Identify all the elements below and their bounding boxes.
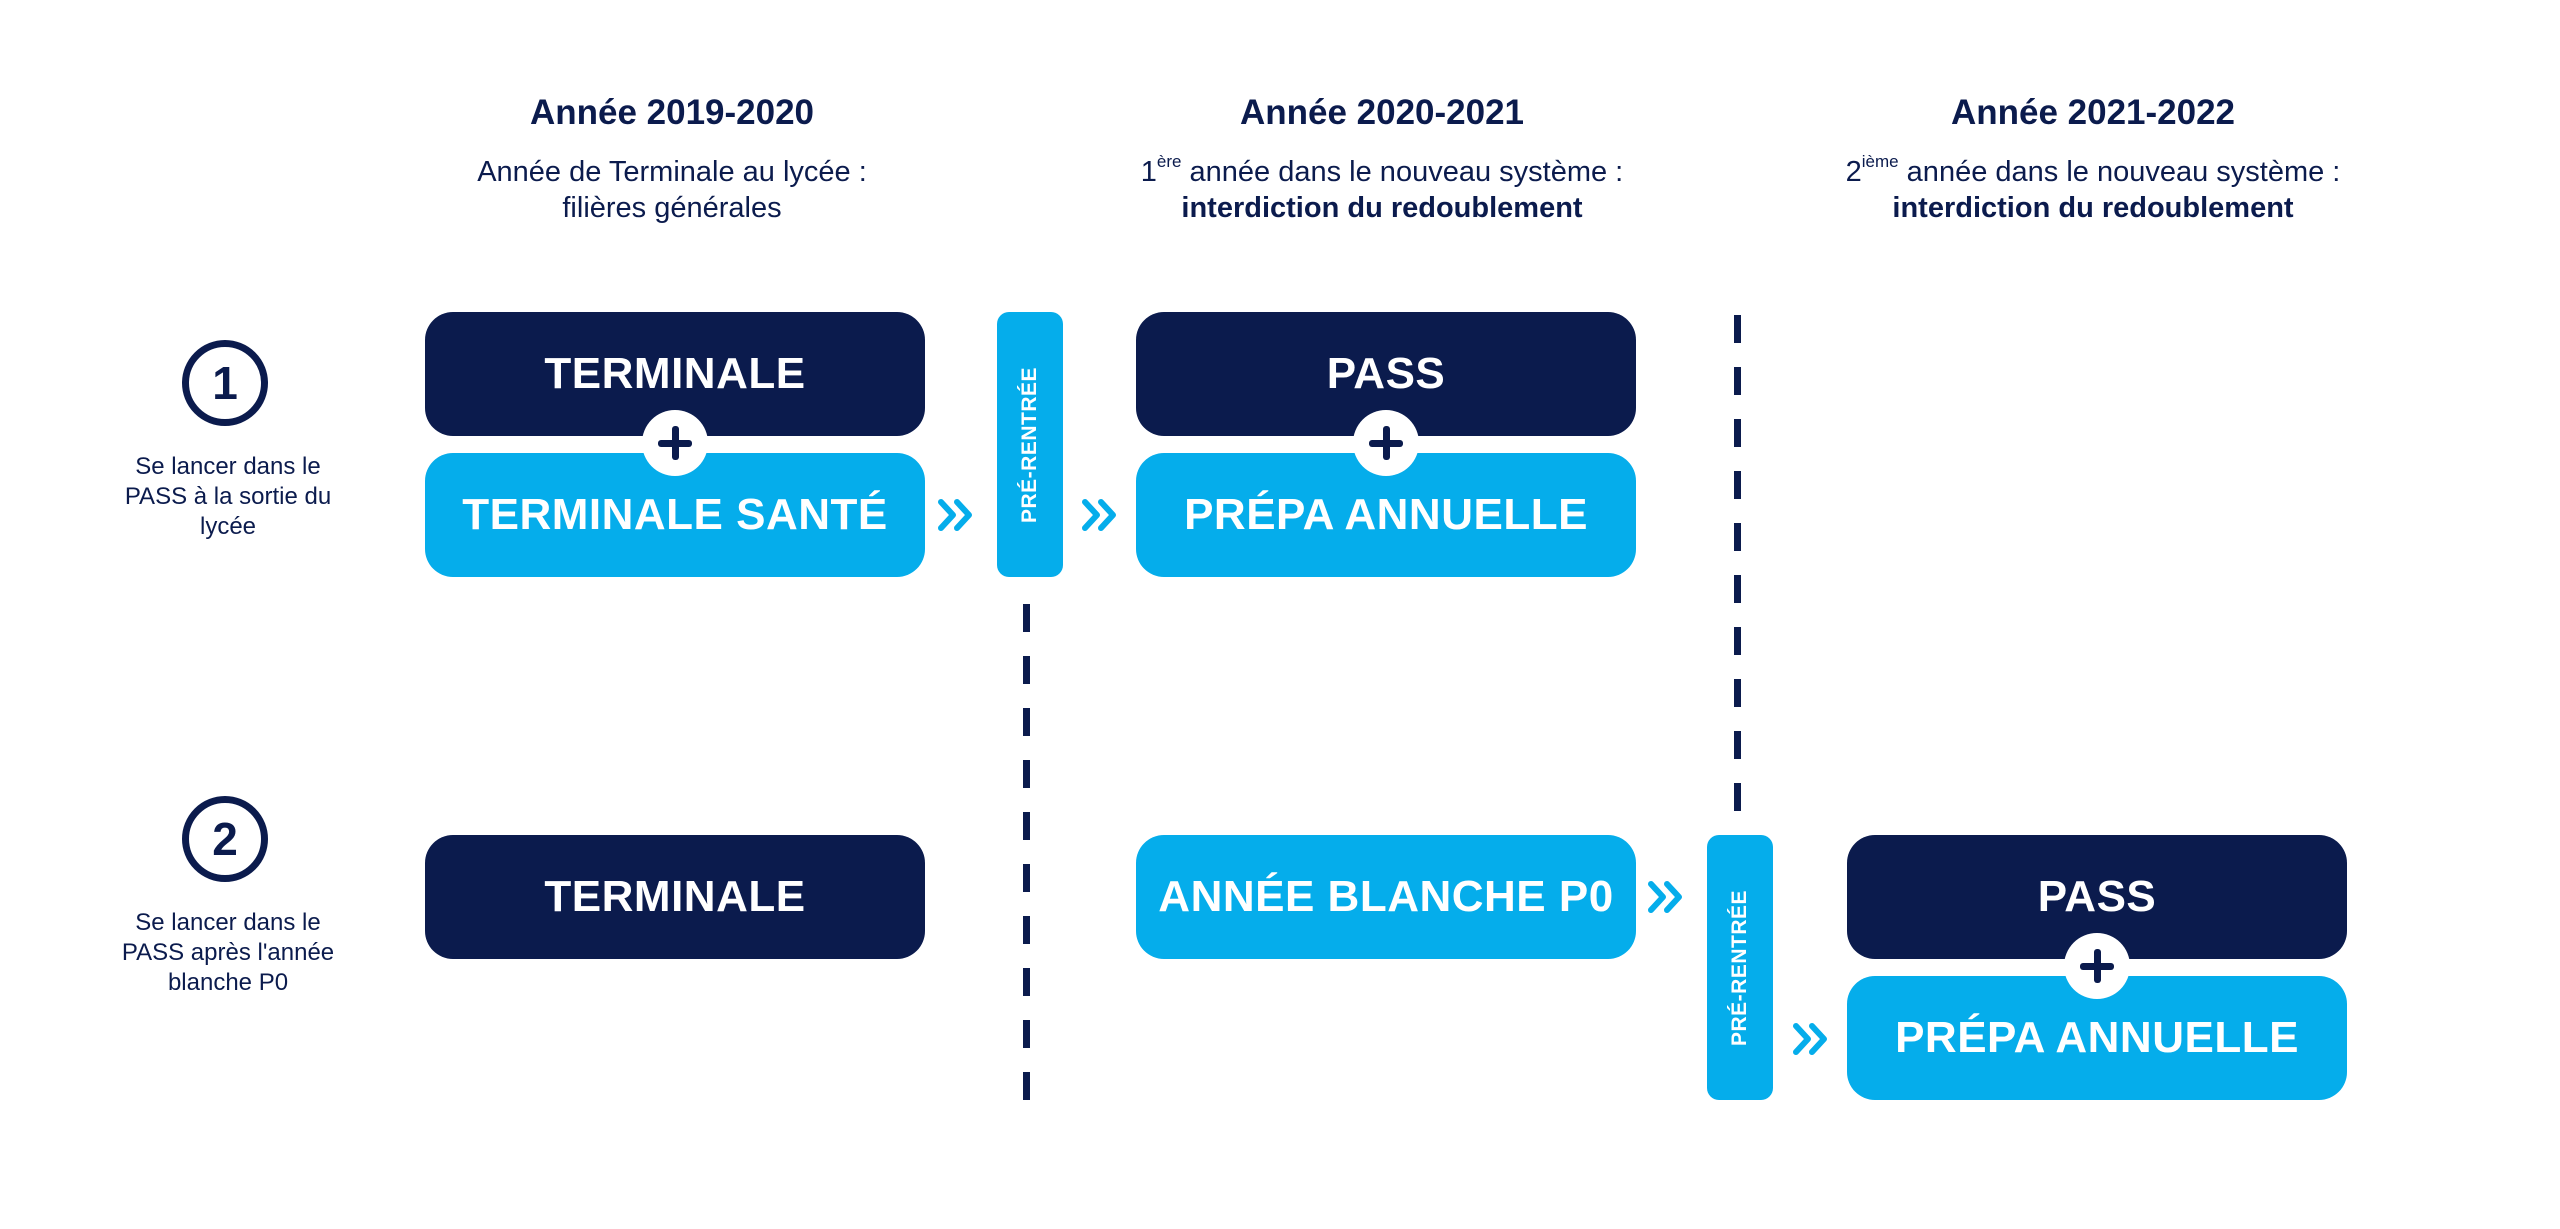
column-header-2021-2022: Année 2021-2022 2ième année dans le nouv… xyxy=(1693,92,2493,226)
separator-dashed-2 xyxy=(1734,315,1741,815)
column-header-2019-2020: Année 2019-2020 Année de Terminale au ly… xyxy=(272,92,1072,226)
column-title: Année 2020-2021 xyxy=(1239,93,1525,132)
column-title: Année 2021-2022 xyxy=(1950,93,2236,132)
box-pass: PASS xyxy=(1847,835,2347,959)
double-chevron-right-icon xyxy=(1793,1023,1827,1055)
column-title: Année 2019-2020 xyxy=(529,93,815,132)
plus-icon xyxy=(2064,933,2130,999)
box-annee-blanche-p0: ANNÉE BLANCHE P0 xyxy=(1136,835,1636,959)
double-chevron-right-icon xyxy=(1082,499,1116,531)
pre-rentree-pill-1: PRÉ-RENTRÉE xyxy=(997,312,1063,577)
box-terminale-sante: TERMINALE SANTÉ xyxy=(425,453,925,577)
double-chevron-right-icon xyxy=(938,499,972,531)
column-subtitle: 1ère année dans le nouveau système : int… xyxy=(1140,152,1624,224)
box-terminale: TERMINALE xyxy=(425,835,925,959)
double-chevron-right-icon xyxy=(1648,881,1682,913)
plus-icon xyxy=(642,410,708,476)
separator-dashed-1 xyxy=(1023,604,1030,1104)
pre-rentree-label: PRÉ-RENTRÉE xyxy=(1018,366,1041,523)
row-label-2: Se lancer dans le PASS après l'année bla… xyxy=(121,909,335,996)
row-number-1: 1 xyxy=(182,340,268,426)
column-header-2020-2021: Année 2020-2021 1ère année dans le nouve… xyxy=(982,92,1782,226)
box-prepa-annuelle: PRÉPA ANNUELLE xyxy=(1136,453,1636,577)
pre-rentree-pill-2: PRÉ-RENTRÉE xyxy=(1707,835,1773,1100)
column-subtitle: 2ième année dans le nouveau système : in… xyxy=(1845,152,2341,224)
pre-rentree-label: PRÉ-RENTRÉE xyxy=(1728,889,1751,1046)
row-label-1: Se lancer dans le PASS à la sortie du ly… xyxy=(124,453,332,540)
row-number-2: 2 xyxy=(182,796,268,882)
column-subtitle: Année de Terminale au lycée : filières g… xyxy=(477,156,867,224)
plus-icon xyxy=(1353,410,1419,476)
